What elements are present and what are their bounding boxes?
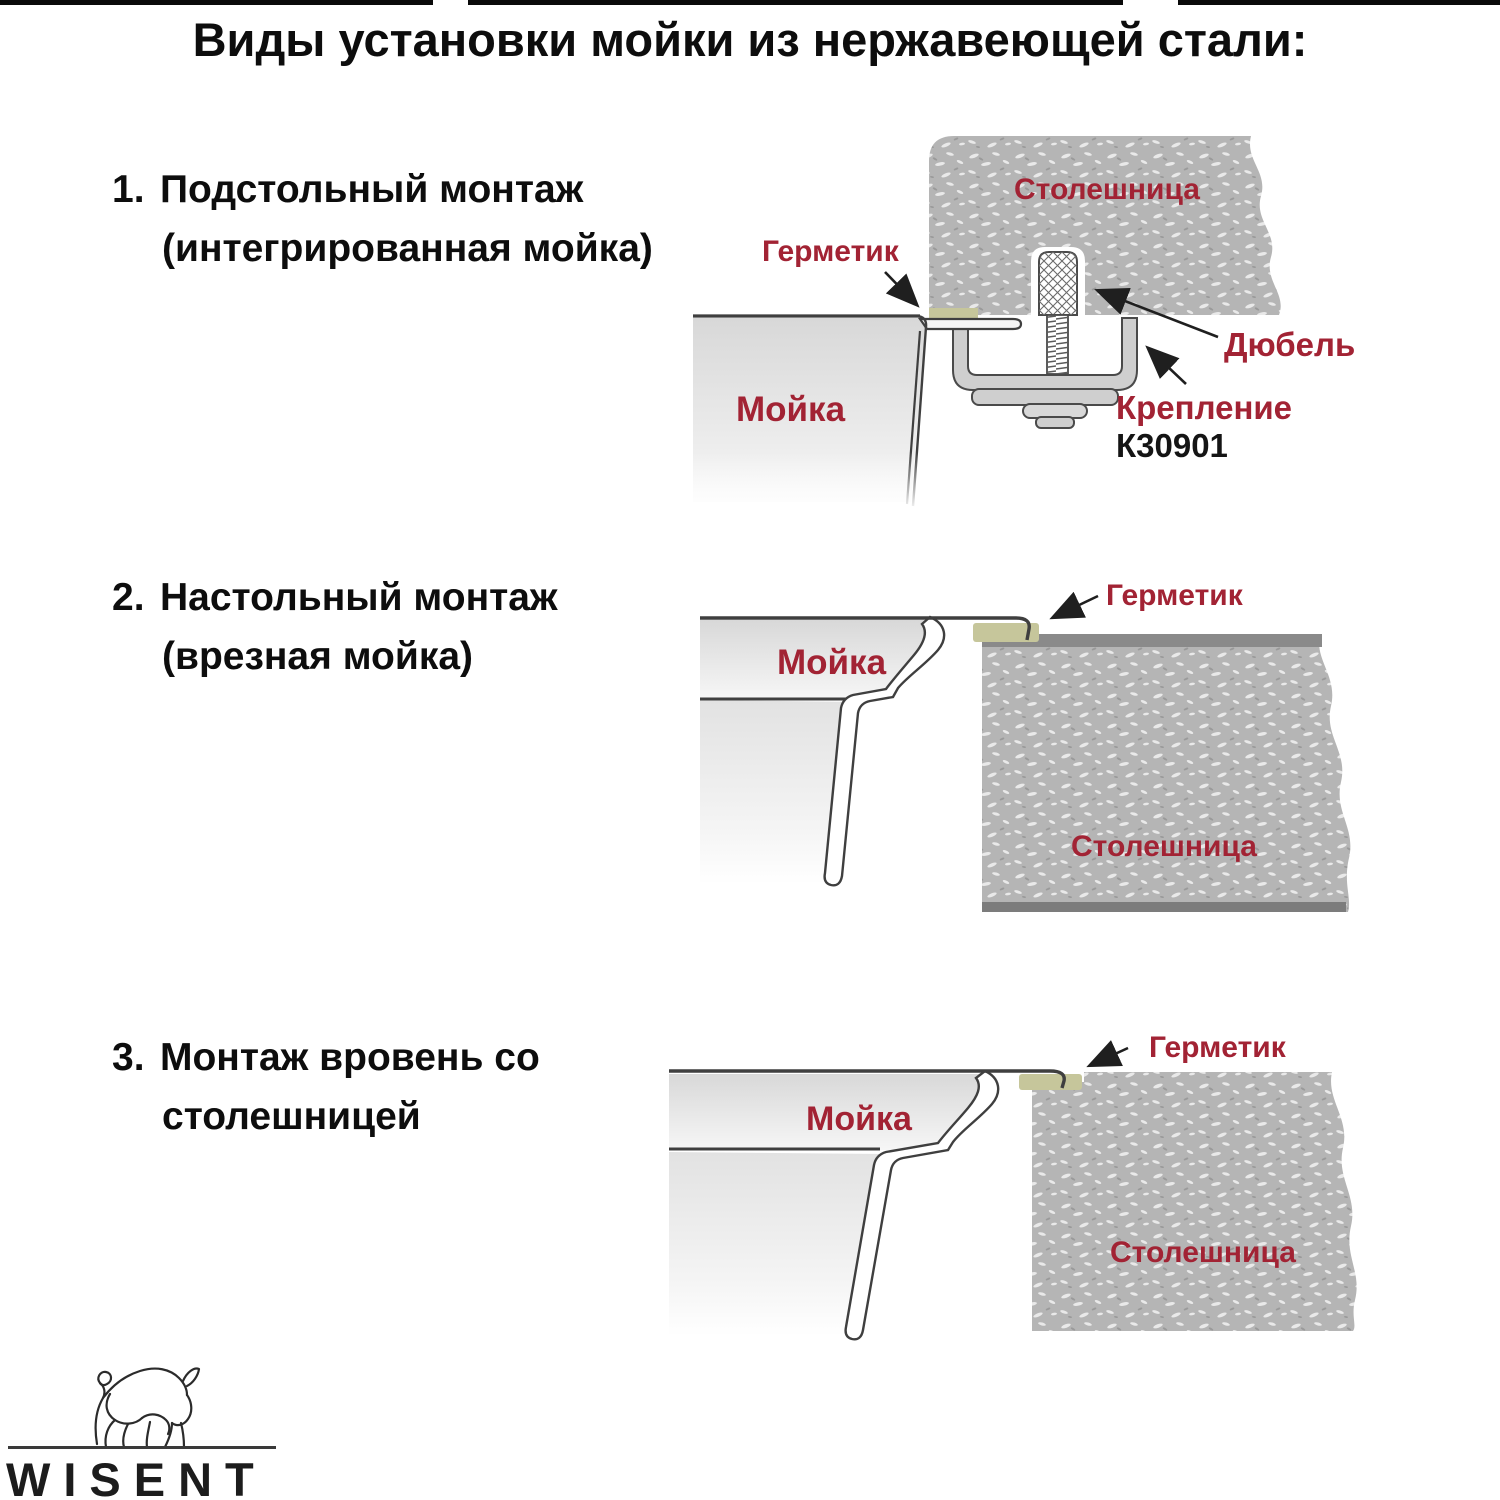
- sealant-arrow: [1049, 591, 1099, 620]
- fastener-arrow: [1145, 345, 1187, 385]
- countertop-shape: [1032, 1072, 1357, 1331]
- section-3-heading: 3. Монтаж вровень со: [112, 1036, 540, 1079]
- label-sealant-2: Герметик: [1106, 579, 1243, 612]
- screw-head: [1022, 403, 1088, 419]
- sink-bottom-fade: [690, 452, 932, 512]
- sink-rim-line: [669, 1069, 1066, 1089]
- dowel-hatch: [1039, 252, 1077, 315]
- section-3-line2: столешницей: [162, 1095, 421, 1138]
- label-dowel: Дюбель: [1224, 326, 1356, 363]
- label-countertop-2: Столешница: [1071, 830, 1257, 863]
- diagram-flush: [669, 1040, 1357, 1341]
- label-countertop-3: Столешница: [1110, 1236, 1296, 1269]
- sink-wall-outer: [911, 314, 928, 507]
- sealant-arrow: [884, 271, 920, 308]
- label-fastener-code: К30901: [1116, 427, 1228, 464]
- label-sink-3: Мойка: [806, 1100, 912, 1138]
- sealant-arrow: [1086, 1040, 1129, 1068]
- section-1-heading: 1. Подстольный монтаж: [112, 168, 584, 211]
- sink-lower-fade: [700, 700, 856, 884]
- section-2-line1: Настольный монтаж: [160, 576, 558, 619]
- label-sealant-1: Герметик: [762, 235, 899, 268]
- label-sealant-3: Герметик: [1149, 1031, 1286, 1064]
- diagram-undermount: [690, 136, 1281, 512]
- sealant-shape: [1019, 1074, 1082, 1090]
- screw-head-dome: [1035, 416, 1075, 429]
- label-sink-1: Мойка: [736, 390, 846, 429]
- section-1-line1: Подстольный монтаж: [160, 168, 584, 211]
- label-fastener: Крепление: [1116, 389, 1293, 426]
- bracket-shape: [952, 317, 1138, 391]
- section-1-line2: (интегрированная мойка): [162, 227, 653, 270]
- top-crop-strip: [468, 0, 1123, 5]
- countertop-shape: [929, 136, 1281, 315]
- section-1-number: 1.: [112, 168, 145, 211]
- countertop-top-band: [982, 634, 1322, 647]
- label-countertop-1: Столешница: [1014, 173, 1200, 206]
- section-3-line1: Монтаж вровень со: [160, 1036, 540, 1079]
- sink-rim-lip: [917, 317, 1023, 331]
- countertop-shape: [982, 634, 1351, 912]
- sealant-shape: [973, 623, 1039, 642]
- top-crop-strip: [0, 0, 433, 5]
- bison-icon: [94, 1367, 201, 1449]
- page-title: Виды установки мойки из нержавеющей стал…: [192, 13, 1308, 66]
- sink-rim-line: [700, 616, 1031, 641]
- sink-lower-fade: [669, 1152, 884, 1336]
- label-sink-2: Мойка: [777, 643, 887, 682]
- sink-wall-sheet: [823, 615, 946, 887]
- washer-plate: [971, 388, 1119, 406]
- sink-body: [669, 1074, 995, 1150]
- top-crop-strip: [1178, 0, 1500, 5]
- brand-wordmark: WISENT: [6, 1453, 267, 1500]
- section-3-number: 3.: [112, 1036, 145, 1079]
- sink-wall-sheet: [844, 1069, 1000, 1341]
- section-2-line2: (врезная мойка): [162, 635, 474, 678]
- diagram-inset: [700, 591, 1351, 912]
- sealant-shape: [929, 308, 978, 319]
- countertop-bottom-line: [982, 902, 1346, 912]
- section-2-number: 2.: [112, 576, 145, 619]
- screw-threads: [1047, 315, 1068, 374]
- section-2-heading: 2. Настольный монтаж: [112, 576, 558, 619]
- dowel-arrow: [1094, 287, 1219, 339]
- logo-underline: [8, 1446, 276, 1449]
- sink-body: [700, 620, 942, 698]
